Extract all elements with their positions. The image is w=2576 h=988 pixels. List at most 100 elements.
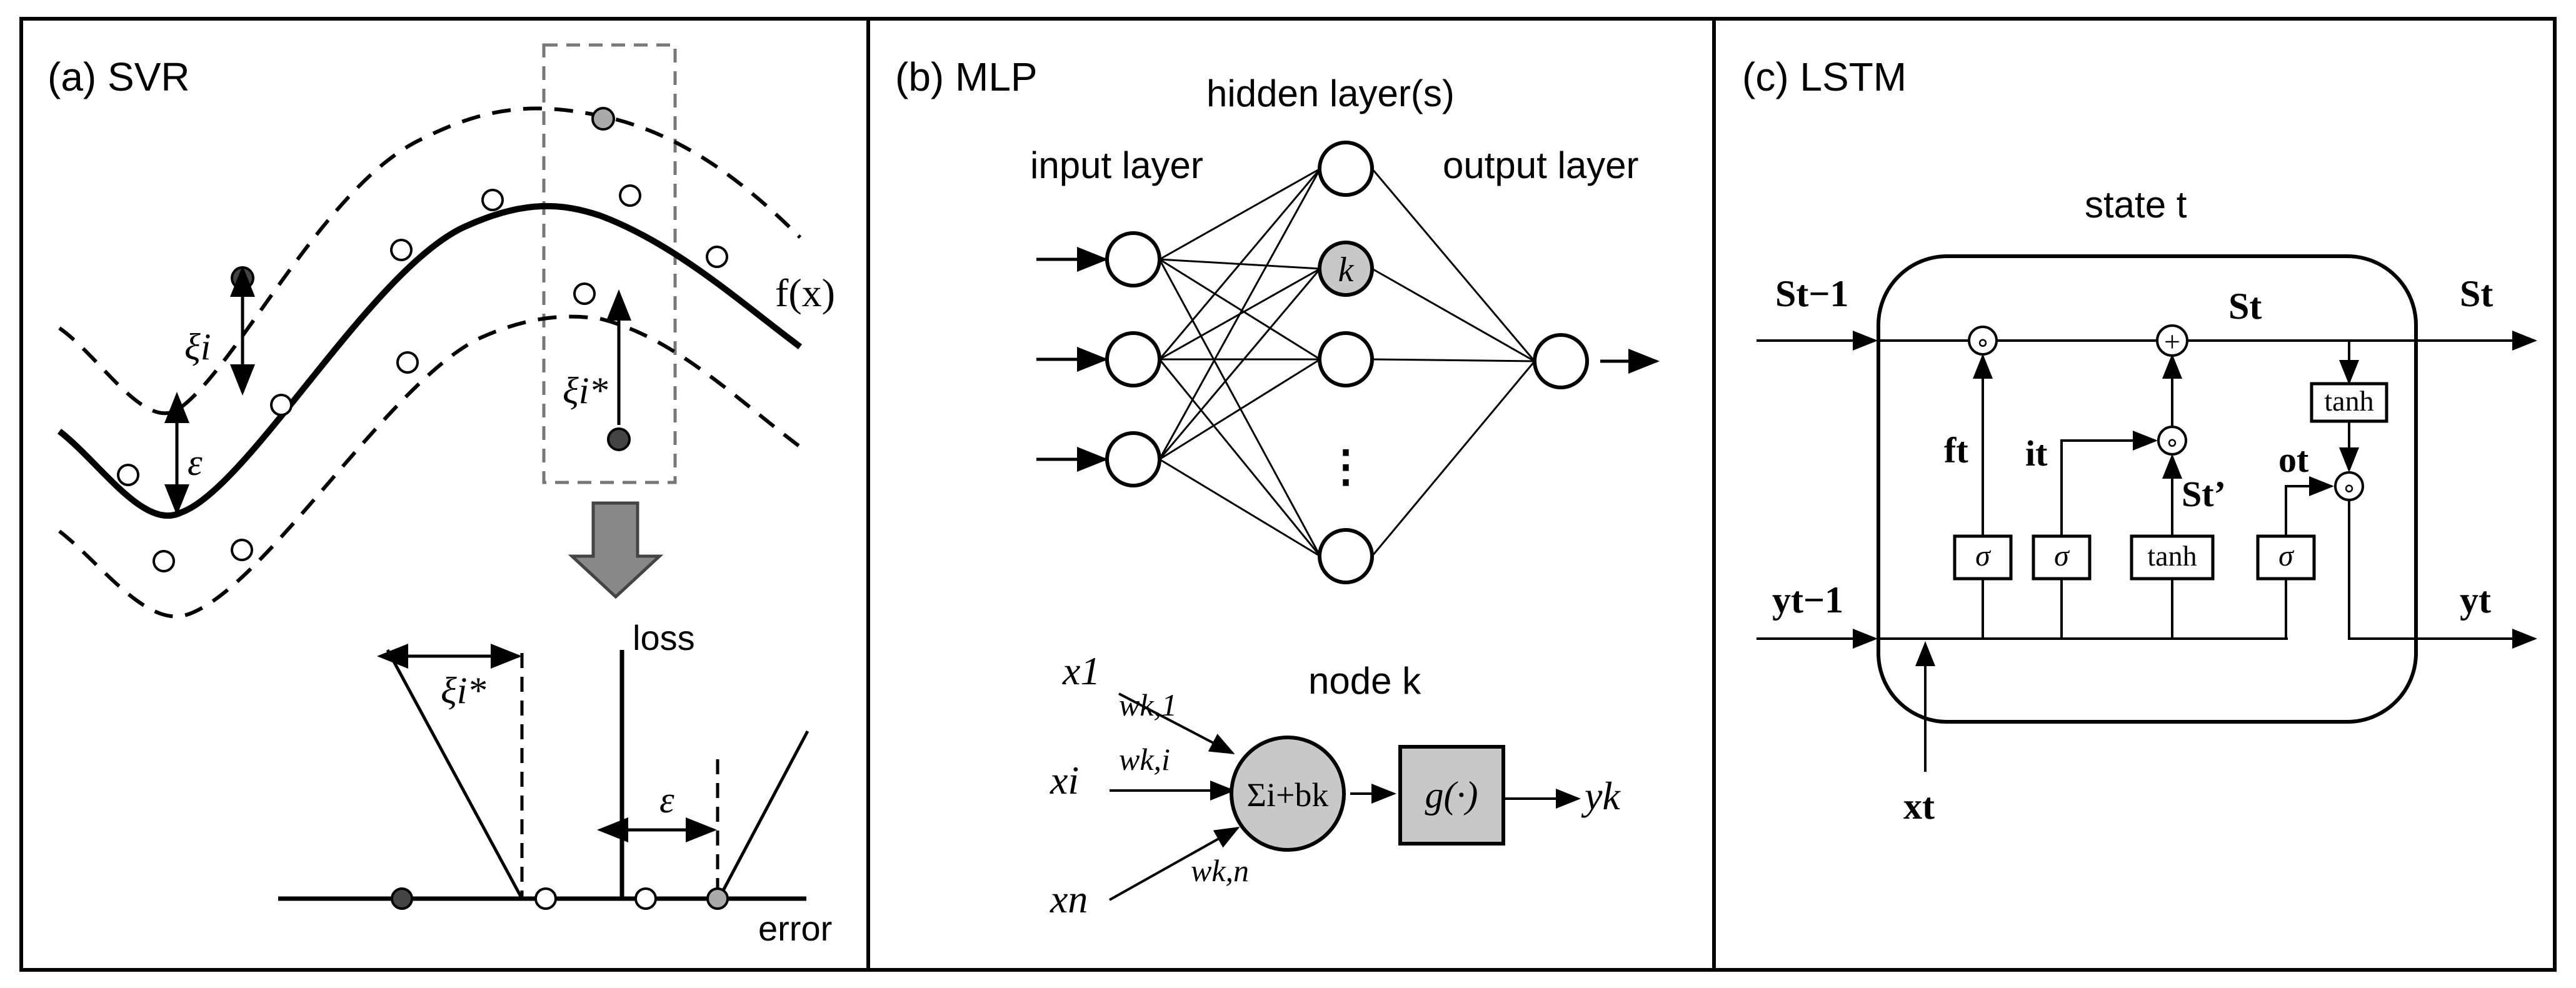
forget-multiply <box>1968 326 1998 356</box>
loss-boundary-point <box>706 887 729 910</box>
add-symbol: + <box>2164 326 2180 357</box>
candidate-label: St’ <box>2182 474 2226 514</box>
summation-label: Σi+bk <box>1247 776 1329 814</box>
loss-outlier-point <box>391 887 413 910</box>
activation-label: g(·) <box>1425 774 1478 816</box>
state-current-label: St <box>2228 286 2262 327</box>
output-multiply-symbol: ∘ <box>2341 474 2357 502</box>
summation-node <box>1230 736 1346 852</box>
node-k-title: node k <box>1308 660 1421 702</box>
x-input-label: xt <box>1903 786 1935 827</box>
svr-data-points <box>117 184 728 572</box>
input-node <box>1105 331 1161 387</box>
slack-label: ξi <box>184 326 211 367</box>
forget-gate-label: ft <box>1944 430 1968 471</box>
input-xn: xn <box>1050 877 1088 921</box>
loss-right-slope <box>717 730 809 900</box>
data-point <box>153 550 175 572</box>
input-gate-arrow <box>2060 431 2158 536</box>
candidate-tanh-label: tanh <box>2147 540 2197 572</box>
input-xi: xi <box>1050 758 1079 802</box>
loss-epsilon-label: ε <box>659 779 674 821</box>
hidden-node-k <box>1318 241 1374 297</box>
lstm-title: (c) LSTM <box>1742 54 1907 99</box>
loss-left-slope <box>386 649 524 900</box>
loss-slack-star-label: ξi* <box>441 670 486 711</box>
loss-point <box>634 887 657 910</box>
input-node <box>1105 431 1161 487</box>
input-multiply-symbol: ∘ <box>2164 428 2180 456</box>
add-node <box>2156 324 2188 357</box>
weight-kn: wk,n <box>1191 853 1249 888</box>
svr-panel: (a) SVR ξi ξi* ε <box>48 43 835 948</box>
data-point <box>231 539 253 561</box>
error-axis-label: error <box>758 909 832 948</box>
state-title: state t <box>2085 184 2187 226</box>
output-label: yt <box>2460 579 2491 621</box>
node-output-label: yk <box>1581 774 1621 818</box>
output-prev-label: yt−1 <box>1772 579 1843 621</box>
mlp-panel: (b) MLP hidden layer(s) input layer outp… <box>895 54 1660 921</box>
weight-ki: wk,i <box>1119 742 1170 777</box>
outlier-point-above <box>231 266 254 290</box>
output-node <box>1533 333 1589 389</box>
function-label: f(x) <box>775 271 835 315</box>
output-layer-label: output layer <box>1443 144 1639 186</box>
input-x1: x1 <box>1062 649 1100 693</box>
loss-axis-label: loss <box>633 618 695 657</box>
input-multiply <box>2157 426 2187 456</box>
weight-arrow <box>1118 692 1235 754</box>
activation-box <box>1398 745 1505 846</box>
output-sigma-box <box>2256 534 2316 581</box>
hidden-node <box>1318 141 1374 197</box>
data-point <box>390 239 413 261</box>
lower-tube <box>58 314 801 619</box>
hidden-node <box>1318 331 1374 387</box>
mlp-nodes <box>1105 141 1589 584</box>
weight-k1: wk,1 <box>1119 687 1177 722</box>
slack-star-label: ξi* <box>563 370 608 411</box>
data-point <box>573 282 596 305</box>
transition-arrow <box>568 501 664 599</box>
outer-frame <box>19 17 2557 972</box>
forget-sigma-label: σ <box>1975 539 1992 572</box>
forget-sigma-box <box>1953 534 2013 581</box>
mlp-title: (b) MLP <box>895 54 1038 99</box>
output-line <box>2348 500 2537 649</box>
input-node <box>1105 231 1161 287</box>
hidden-node <box>1318 528 1374 584</box>
data-point <box>481 189 504 211</box>
node-k-symbol: k <box>1338 251 1355 289</box>
input-sigma-label: σ <box>2054 539 2070 572</box>
data-point <box>270 394 293 416</box>
output-gate-arrow <box>2285 476 2334 536</box>
weight-arrow <box>1109 827 1240 901</box>
hidden-output-connections <box>1371 168 1536 557</box>
hidden-layer-label: hidden layer(s) <box>1206 72 1455 114</box>
boundary-point <box>591 107 615 131</box>
input-hidden-connections <box>1158 167 1321 557</box>
outlier-point-below <box>607 427 631 451</box>
epsilon-label: ε <box>188 442 203 483</box>
lstm-cell <box>1877 254 2418 724</box>
output-sigma-label: σ <box>2278 539 2295 572</box>
loss-point <box>534 887 557 910</box>
data-point <box>706 246 728 268</box>
data-point <box>619 184 641 207</box>
svr-title: (a) SVR <box>48 54 190 99</box>
state-prev-label: St−1 <box>1775 273 1849 314</box>
input-layer-label: input layer <box>1030 144 1203 186</box>
state-out-label: St <box>2460 273 2493 314</box>
output-tanh-label: tanh <box>2324 385 2373 417</box>
data-point <box>396 351 419 374</box>
regression-curve <box>57 202 803 519</box>
input-gate-label: it <box>2025 433 2048 474</box>
forget-multiply-symbol: ∘ <box>1975 328 1990 356</box>
lstm-panel: (c) LSTM state t St−1 St St yt−1 xt σ ft… <box>1742 54 2537 827</box>
highlight-box <box>542 43 677 484</box>
output-gate-label: ot <box>2278 439 2309 480</box>
data-point <box>117 464 139 486</box>
upper-tube <box>58 106 802 416</box>
hidden-ellipsis: ⋮ <box>1324 443 1368 491</box>
